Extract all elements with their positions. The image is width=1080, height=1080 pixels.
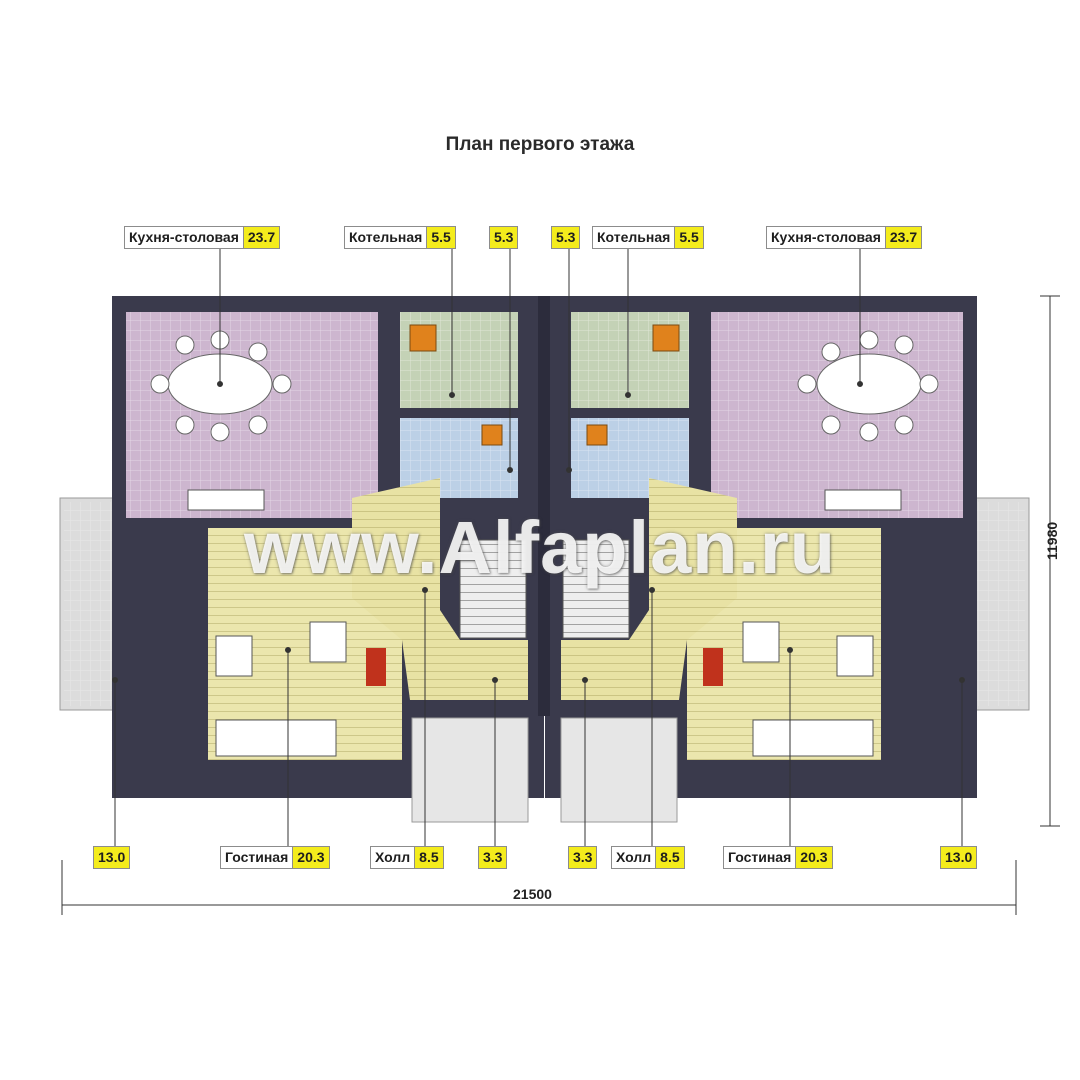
room-name: Гостиная	[728, 849, 792, 865]
label-living-left: Гостиная 20.3	[220, 846, 330, 869]
room-area: 3.3	[569, 847, 597, 868]
label-hall-left: Холл 8.5	[370, 846, 444, 869]
label-hall-right: Холл 8.5	[611, 846, 685, 869]
room-area: 23.7	[884, 227, 922, 248]
room-name: Котельная	[349, 229, 423, 245]
room-area: 5.5	[426, 227, 455, 248]
unit-left	[59, 296, 544, 823]
room-area: 5.5	[674, 227, 703, 248]
leader-lines	[112, 248, 965, 846]
label-kitchen-right: Кухня-столовая 23.7	[766, 226, 923, 249]
width-dimension: 21500	[513, 886, 552, 902]
label-boiler-left: Котельная 5.5	[344, 226, 456, 249]
label-porch-right: 3.3	[568, 846, 598, 869]
room-name: Холл	[616, 849, 652, 865]
room-area: 5.3	[490, 227, 518, 248]
room-area: 8.5	[414, 847, 443, 868]
label-bath-right: 5.3	[551, 226, 581, 249]
room-area: 20.3	[292, 847, 329, 868]
label-living-right: Гостиная 20.3	[723, 846, 833, 869]
room-area: 20.3	[795, 847, 832, 868]
dimension-lines	[61, 295, 1060, 915]
room-name: Котельная	[597, 229, 671, 245]
room-area: 23.7	[242, 227, 280, 248]
label-porch-left: 3.3	[478, 846, 508, 869]
room-name: Гостиная	[225, 849, 289, 865]
label-kitchen-left: Кухня-столовая 23.7	[124, 226, 281, 249]
room-area: 13.0	[941, 847, 977, 868]
room-area: 8.5	[655, 847, 684, 868]
room-name: Холл	[375, 849, 411, 865]
plan-title: План первого этажа	[445, 134, 635, 155]
room-name: Кухня-столовая	[129, 229, 239, 245]
room-name: Кухня-столовая	[771, 229, 881, 245]
watermark: www.Alfaplan.ru	[244, 506, 836, 589]
label-terrace-left: 13.0	[93, 846, 131, 869]
unit-right	[545, 296, 1030, 823]
label-bath-left: 5.3	[489, 226, 519, 249]
label-terrace-right: 13.0	[940, 846, 978, 869]
room-area: 5.3	[552, 227, 580, 248]
porch-left	[411, 717, 529, 823]
room-area: 13.0	[94, 847, 130, 868]
room-area: 3.3	[479, 847, 507, 868]
label-boiler-right: Котельная 5.5	[592, 226, 704, 249]
